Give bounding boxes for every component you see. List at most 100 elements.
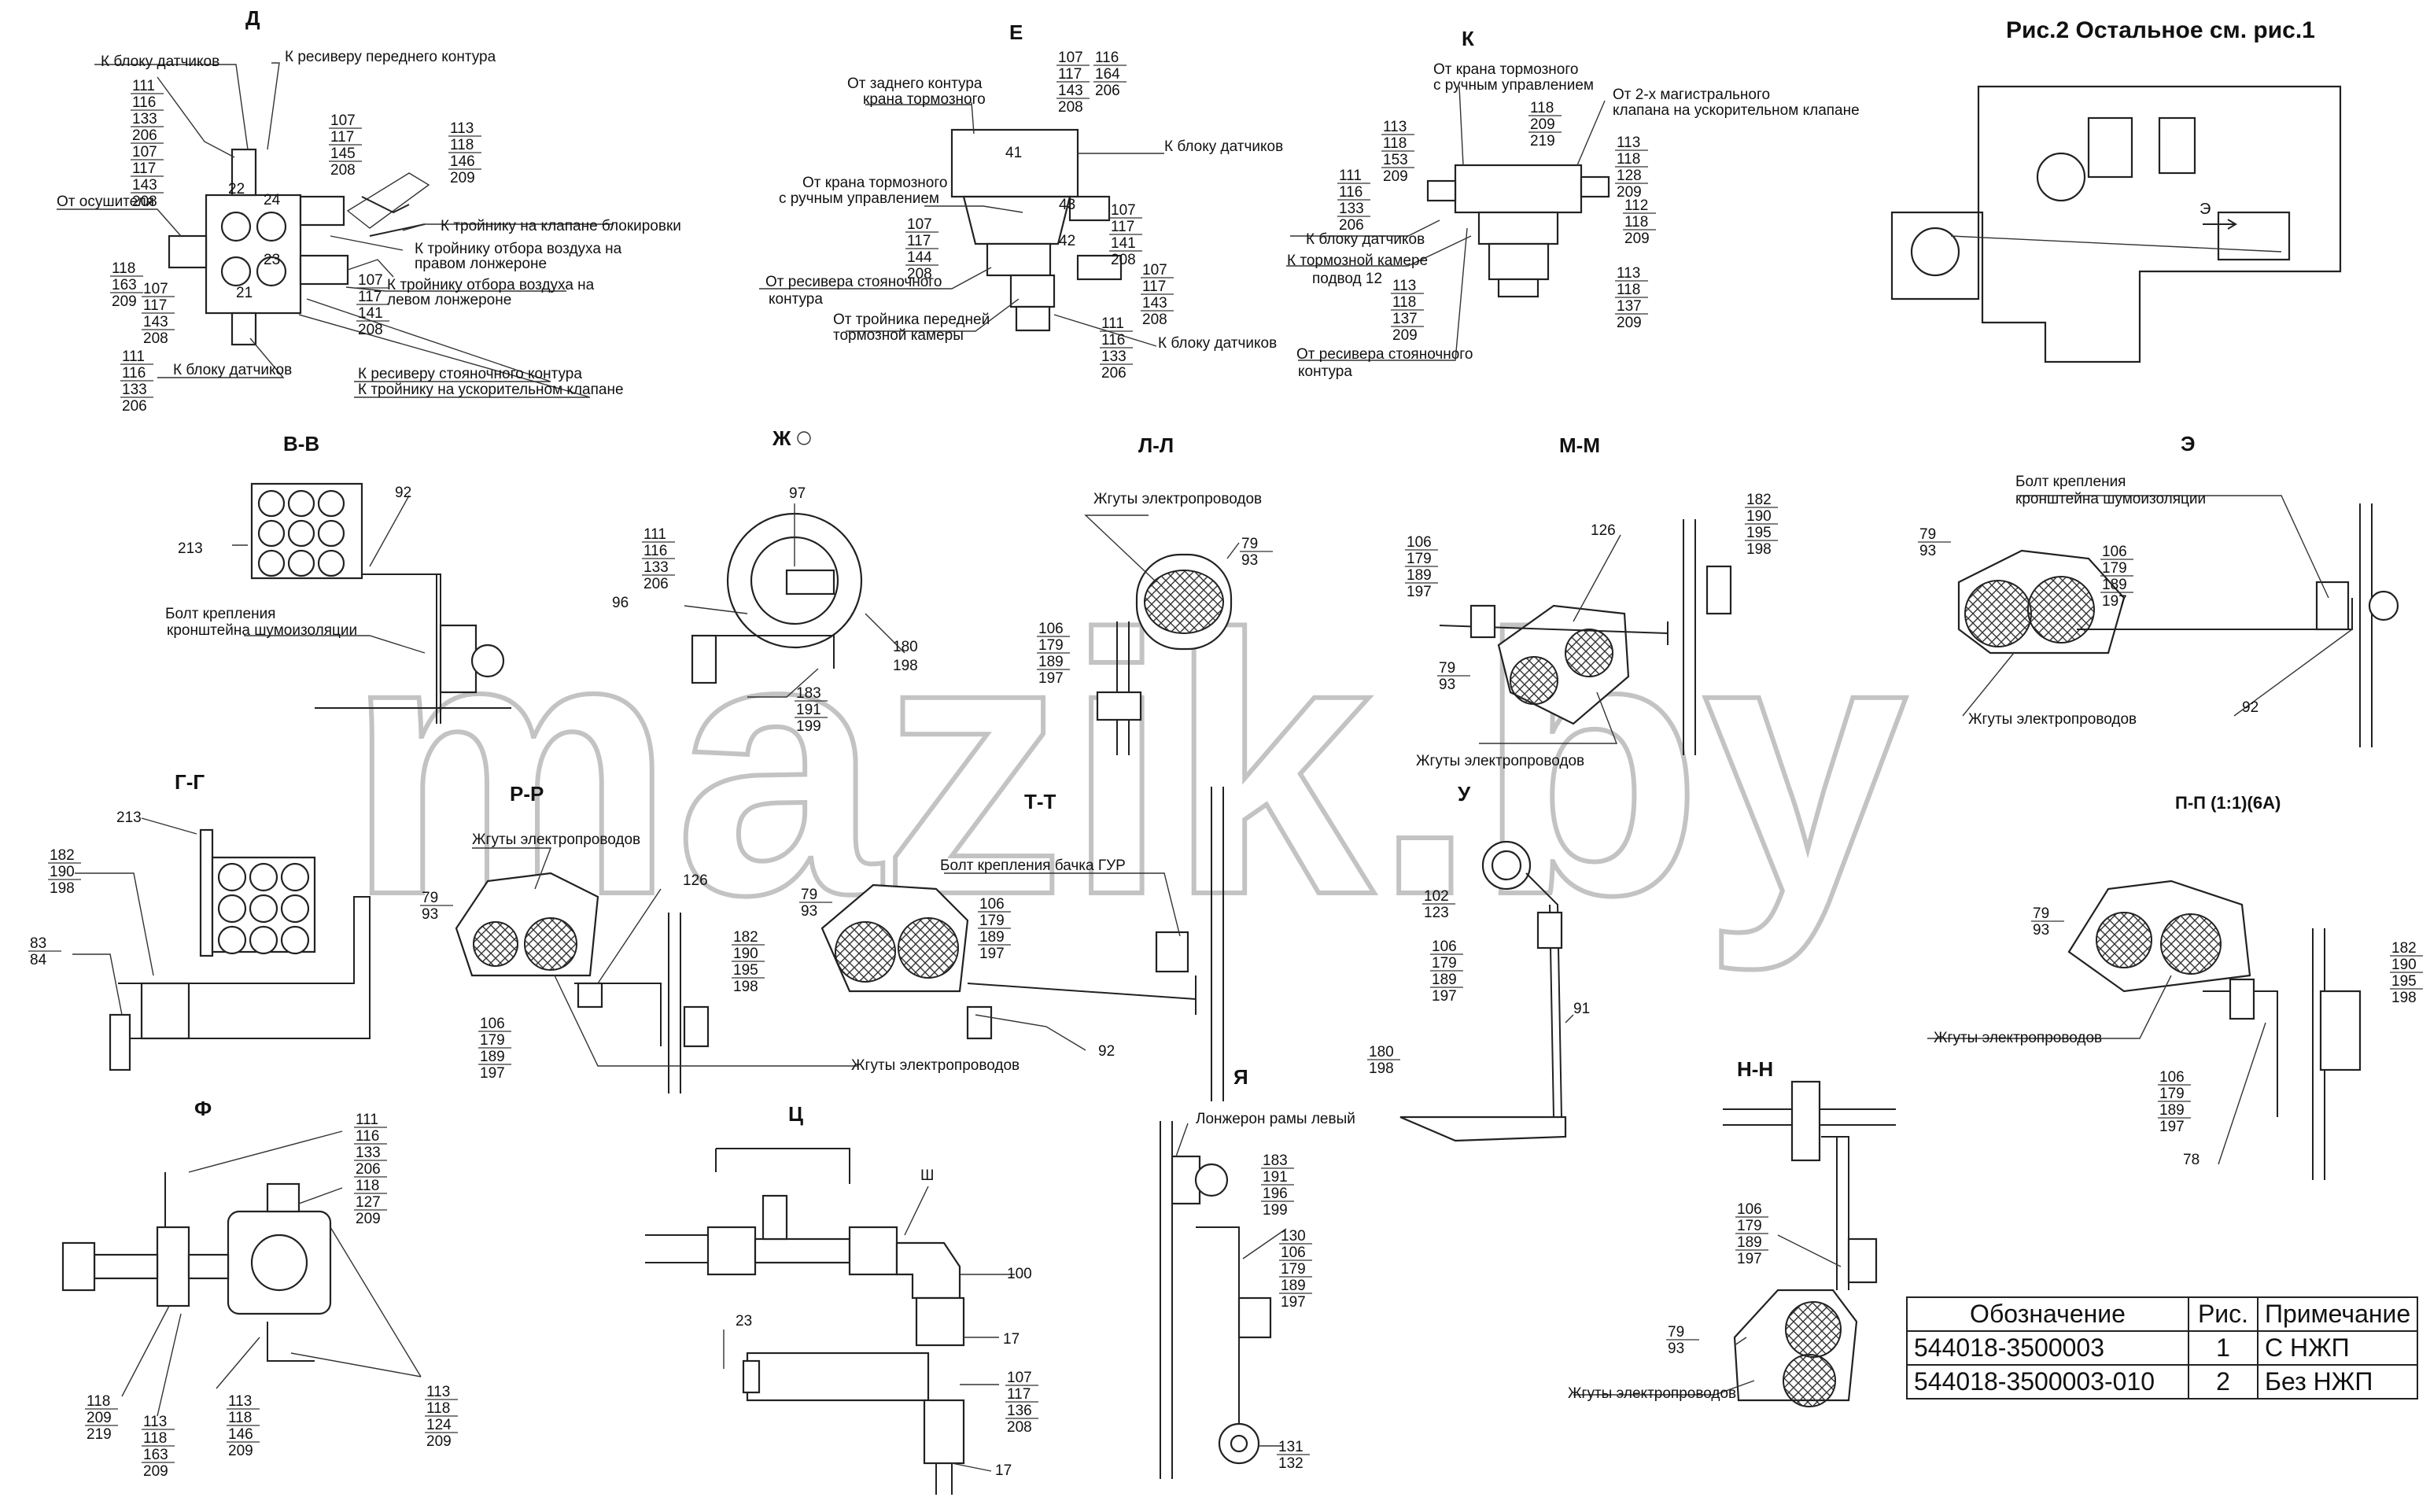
part-number: 183 xyxy=(1263,1152,1288,1169)
part-number: 106 xyxy=(979,896,1005,913)
view-k: К От крана тормозного с ручным управлени… xyxy=(1286,27,1860,380)
part-number: 106 xyxy=(1432,939,1457,955)
view-e-title: Е xyxy=(1009,20,1023,44)
part-number: 117 xyxy=(907,233,931,249)
d-label-tee-right-1: К тройнику отбора воздуха на xyxy=(415,241,622,257)
tt-item: 92 xyxy=(1098,1043,1115,1060)
part-number: 118 xyxy=(426,1400,450,1417)
part-number: 208 xyxy=(358,322,383,338)
part-number: 209 xyxy=(356,1211,381,1227)
part-number: 209 xyxy=(450,170,475,186)
part-number: 199 xyxy=(796,718,821,735)
cable-circle xyxy=(317,519,345,548)
part-number: 111 xyxy=(1101,315,1124,332)
part-number: 179 xyxy=(2102,560,2127,577)
d-label-dryer: От осушителя xyxy=(57,194,154,210)
part-number: 190 xyxy=(2391,957,2417,973)
part-number: 93 xyxy=(1241,552,1258,569)
part-number: 113 xyxy=(1617,265,1640,282)
part-number: 79 xyxy=(1919,526,1936,543)
part-number: 206 xyxy=(132,127,157,144)
view-rr: Р-Р Жгуты электропроводов Жгуты электроп… xyxy=(420,782,1020,1093)
part-number: 197 xyxy=(1737,1251,1762,1267)
part-number: 183 xyxy=(796,685,821,702)
part-number: 143 xyxy=(143,314,168,330)
part-number: 116 xyxy=(122,365,146,382)
cable-circle xyxy=(287,549,315,577)
part-number: 198 xyxy=(1746,541,1772,558)
part-number: 79 xyxy=(801,887,817,903)
part-number: 118 xyxy=(1624,214,1648,230)
part-number: 189 xyxy=(2102,577,2127,593)
part-number: 206 xyxy=(122,398,147,415)
view-ee: Э Болт крепления кронштейна шумоизоляции… xyxy=(1918,432,2399,747)
d-num: 24 xyxy=(264,192,281,208)
view-nn-title: Н-Н xyxy=(1737,1057,1773,1081)
part-number: 111 xyxy=(356,1112,378,1128)
part-number: 133 xyxy=(643,559,669,576)
ee-label-bolt-1: Болт крепления xyxy=(2015,474,2126,490)
view-pp-title: П-П (1:1)(6А) xyxy=(2175,793,2281,813)
part-number: 206 xyxy=(1101,365,1127,382)
cable-circle xyxy=(257,519,286,548)
mm-label-harness: Жгуты электропроводов xyxy=(1416,753,1584,769)
spec-cell-figure: 2 xyxy=(2188,1364,2259,1400)
view-d: Д К блоку датчиков К ресиверу переднего … xyxy=(57,6,681,415)
part-number: 208 xyxy=(1058,99,1083,116)
part-number: 113 xyxy=(1383,119,1407,135)
part-number: 190 xyxy=(50,864,75,880)
part-number: 116 xyxy=(356,1128,379,1145)
part-number: 197 xyxy=(1038,670,1064,687)
part-number: 209 xyxy=(112,293,137,310)
spec-cell-figure: 1 xyxy=(2188,1330,2259,1366)
part-number: 179 xyxy=(1737,1218,1762,1234)
part-number: 189 xyxy=(480,1049,505,1065)
part-number: 182 xyxy=(50,847,75,864)
part-number: 182 xyxy=(733,929,758,946)
part-number: 117 xyxy=(1142,278,1166,295)
part-number: 117 xyxy=(1058,66,1082,83)
view-k-title: К xyxy=(1462,27,1474,50)
part-number: 83 xyxy=(30,935,46,952)
part-number: 197 xyxy=(480,1065,505,1082)
cable-circle xyxy=(280,925,310,955)
part-number: 117 xyxy=(330,129,354,146)
part-number: 111 xyxy=(1339,168,1362,184)
part-number: 116 xyxy=(1095,50,1119,66)
d-label-tee-accel: К тройнику на ускорительном клапане xyxy=(358,382,624,398)
ya-label-spar: Лонжерон рамы левый xyxy=(1196,1111,1355,1127)
spec-cell-note: С НЖП xyxy=(2256,1330,2419,1366)
part-number: 196 xyxy=(1263,1186,1288,1202)
part-number: 198 xyxy=(733,979,758,995)
part-number: 112 xyxy=(1624,197,1648,214)
part-number: 198 xyxy=(50,880,75,897)
k-label-chamber-1: К тормозной камере xyxy=(1287,253,1428,269)
part-number: 118 xyxy=(356,1178,379,1194)
part-number: 107 xyxy=(907,216,932,233)
k-label-parking-1: От ресивера стояночного xyxy=(1296,346,1473,363)
view-ll-title: Л-Л xyxy=(1138,433,1174,457)
ts-item: 17 xyxy=(1003,1331,1020,1348)
part-number: 189 xyxy=(1407,567,1432,584)
part-number: 145 xyxy=(330,146,356,162)
e-label-rear-circuit-1: От заднего контура xyxy=(847,76,983,92)
